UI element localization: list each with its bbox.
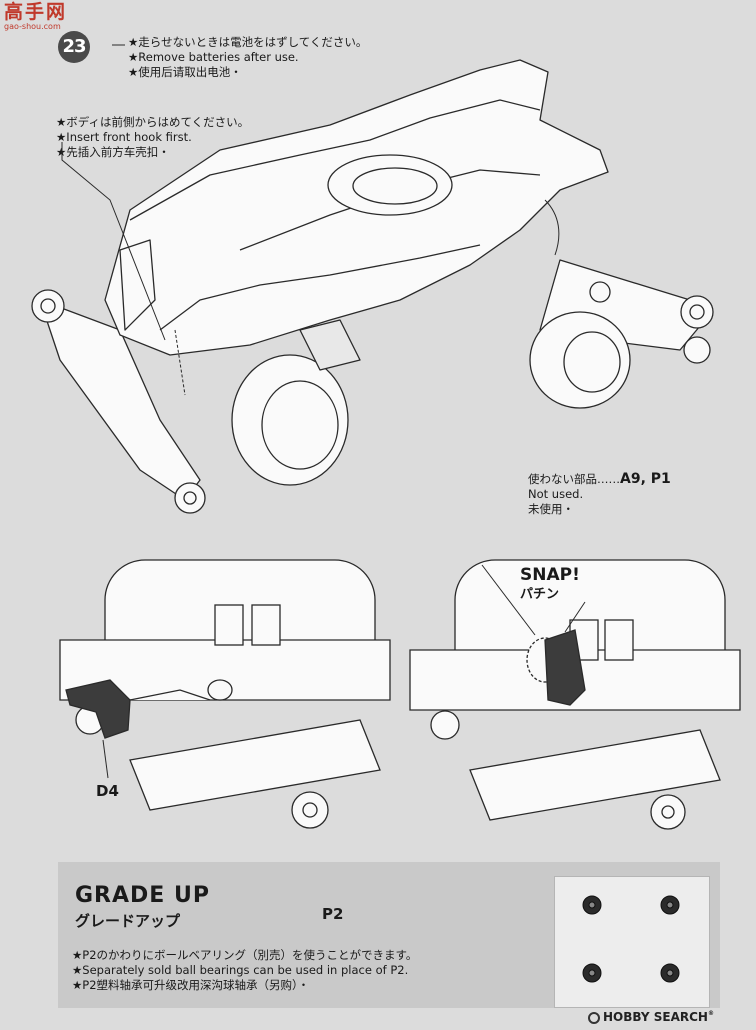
note-line-cn: ★先插入前方车壳扣・: [56, 145, 170, 159]
grade-up-subtitle: グレードアップ: [75, 912, 181, 930]
car-body-illustration: [31, 59, 714, 514]
d4-part-installed: [544, 629, 586, 706]
unused-parts-list: A9, P1: [620, 471, 671, 487]
note-line-jp: ★ボディは前側からはめてください。: [56, 115, 250, 129]
unused-parts-note: 使わない部品‥‥‥A9, P1 Not used. 未使用・: [528, 472, 671, 517]
bearings-photo-panel: [554, 876, 710, 1008]
watermark-url: gao-shou.com: [4, 22, 61, 31]
bearings-photo: [582, 895, 680, 983]
note-line-jp: ★走らせないときは電池をはずしてください。: [128, 35, 368, 49]
note-line-en: ★Insert front hook first.: [56, 130, 192, 144]
callout-lines: [61, 44, 560, 396]
hobby-search-logo: HOBBY SEARCH®: [588, 1010, 714, 1024]
note-line-cn: ★使用后请取出电池・: [128, 65, 242, 79]
watermark-chinese: 高手网: [4, 1, 68, 23]
grade-up-title: GRADE UP: [75, 883, 210, 908]
battery-cover-illustration-right: [409, 559, 741, 830]
front-hook-note: ★ボディは前側からはめてください。 ★Insert front hook fir…: [56, 115, 249, 160]
unused-parts-line-jp: 使わない部品‥‥‥A9, P1: [528, 471, 671, 487]
grade-note-jp: ★P2のかわりにボールベアリング（別売）を使うことができます。: [72, 948, 418, 962]
battery-cover-illustration-left: [59, 559, 391, 829]
step-number-badge: 23: [58, 31, 90, 63]
snap-label-jp: パチン: [520, 587, 560, 602]
grade-note-cn: ★P2塑料轴承可升级改用深沟球轴承（另购）・: [72, 978, 310, 992]
snap-label-en: SNAP!: [520, 565, 580, 585]
grade-up-notes: ★P2のかわりにボールベアリング（別売）を使うことができます。 ★Separat…: [72, 948, 417, 993]
unused-parts-line-en: Not used.: [528, 487, 584, 501]
remove-batteries-note: ★走らせないときは電池をはずしてください。 ★Remove batteries …: [128, 35, 367, 80]
d4-part: [65, 679, 131, 739]
unused-parts-line-cn: 未使用・: [528, 502, 574, 516]
note-line-en: ★Remove batteries after use.: [128, 50, 299, 64]
ring-icon: [588, 1012, 600, 1024]
snap-callout: SNAP! パチン: [520, 566, 580, 604]
grade-note-en: ★Separately sold ball bearings can be us…: [72, 963, 409, 977]
p2-label: P2: [322, 905, 344, 923]
watermark-logo: 高手网 gao-shou.com: [4, 2, 76, 32]
d4-label: D4: [96, 782, 119, 800]
